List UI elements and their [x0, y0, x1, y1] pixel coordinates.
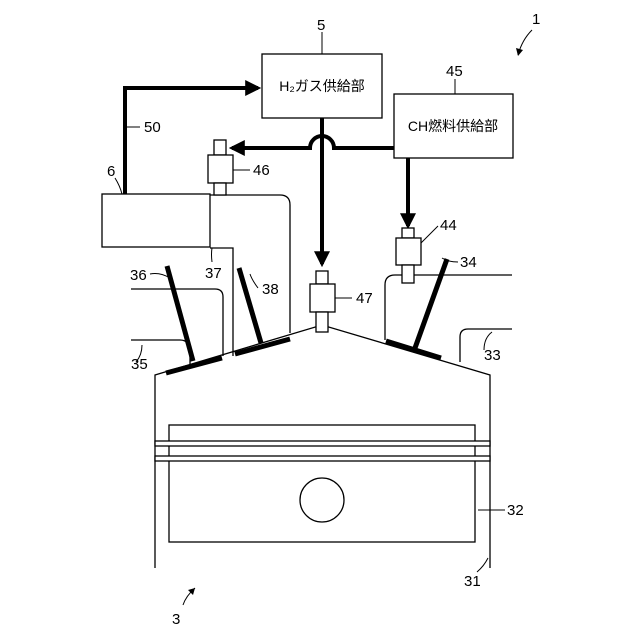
- ref-32: 32: [507, 502, 524, 519]
- ref-38: 38: [262, 281, 279, 298]
- valve-38-stem: [239, 268, 261, 343]
- ref-3: 3: [172, 611, 180, 628]
- ch-supply-unit: CH燃料供給部: [394, 94, 513, 158]
- injector-46-tip-top: [214, 140, 226, 155]
- injector-44-body: [396, 238, 421, 265]
- piston-ring-lower: [155, 456, 490, 461]
- valve-36-stem: [167, 266, 193, 361]
- injector-47: [310, 271, 335, 332]
- injector-46-nozzle: [214, 183, 226, 195]
- system-ref-arrow: [516, 48, 523, 56]
- ref-31: 31: [464, 573, 481, 590]
- injector-46-body: [208, 155, 233, 183]
- valve-34-head: [386, 341, 441, 358]
- leader-44: [421, 226, 438, 243]
- engine-ref-arrow: [183, 588, 195, 605]
- ref-5: 5: [317, 17, 325, 34]
- port-34-channel: [385, 275, 512, 340]
- injector-46: [208, 140, 233, 195]
- ref-37: 37: [205, 265, 222, 282]
- injector-44-tip-top: [402, 228, 414, 238]
- piston-pin: [300, 478, 344, 522]
- ref-45: 45: [446, 63, 463, 80]
- ref-34: 34: [460, 254, 477, 271]
- ref-50: 50: [144, 119, 161, 136]
- injector-47-tip-top: [316, 271, 328, 284]
- ch-line-to-46: [232, 136, 394, 148]
- ref-44: 44: [440, 217, 457, 234]
- leader-38: [250, 274, 258, 288]
- ref-6: 6: [107, 163, 115, 180]
- unit-6-box: [102, 194, 210, 247]
- leader-6: [115, 178, 122, 194]
- h2-supply-unit: H₂ガス供給部: [262, 54, 382, 118]
- ref-46: 46: [253, 162, 270, 179]
- injector-47-nozzle: [316, 312, 328, 332]
- unit-6: [102, 194, 210, 247]
- ref-47: 47: [356, 290, 373, 307]
- ch-supply-label: CH燃料供給部: [408, 118, 498, 134]
- ref-1: 1: [532, 11, 540, 28]
- line-50: [125, 88, 258, 194]
- ref-33: 33: [484, 347, 501, 364]
- leader-37: [212, 248, 213, 262]
- injector-44-nozzle: [402, 265, 414, 283]
- leader-31: [477, 558, 488, 572]
- h2-supply-label: H₂ガス供給部: [279, 78, 365, 94]
- valve-34-stem: [415, 259, 447, 348]
- piston-ring-upper: [155, 441, 490, 446]
- piston: [155, 425, 490, 542]
- injector-47-body: [310, 284, 335, 312]
- ref-35: 35: [131, 356, 148, 373]
- ref-36: 36: [130, 267, 147, 284]
